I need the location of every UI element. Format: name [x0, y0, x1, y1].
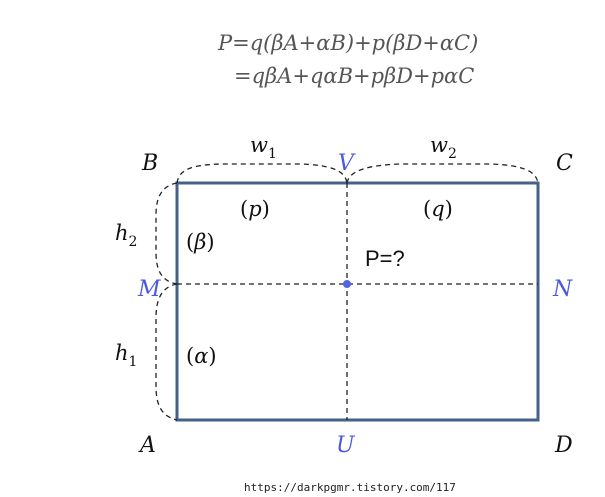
brace-h1 — [155, 283, 178, 421]
label-mid-v: V — [338, 151, 356, 176]
region-label-q: (q) — [423, 197, 453, 221]
formula-line-1: P=q(βA+αB)+p(βD+αC) — [217, 31, 478, 55]
label-h1-base: h — [115, 341, 129, 365]
region-label-beta-symbol: β — [193, 230, 206, 254]
label-w1: w1 — [250, 133, 277, 162]
region-label-p: (p) — [240, 197, 270, 221]
brace-w2 — [346, 163, 539, 184]
brace-w1 — [176, 163, 348, 184]
region-label-alpha: (α) — [186, 344, 217, 368]
label-mid-u: U — [336, 433, 356, 458]
label-query-p: P=? — [365, 246, 405, 271]
label-mid-m: M — [137, 277, 161, 302]
grid-rectangle — [175, 181, 540, 422]
region-label-p-symbol: p — [248, 197, 261, 221]
label-w2-sub: 2 — [448, 146, 457, 162]
region-label-beta: (β) — [186, 230, 215, 254]
label-mid-n: N — [552, 277, 573, 302]
label-corner-b: B — [141, 151, 158, 176]
label-h2-sub: 2 — [129, 234, 138, 250]
label-corner-c: C — [556, 151, 573, 176]
region-label-alpha-symbol: α — [194, 344, 208, 368]
label-h1-sub: 1 — [129, 354, 138, 370]
label-w2: w2 — [430, 133, 457, 162]
formula-line-2: =qβA+qαB+pβD+pαC — [234, 64, 474, 88]
label-h2: h2 — [115, 221, 137, 250]
brace-h2 — [155, 182, 178, 285]
point-p-dot — [343, 280, 351, 288]
label-h2-base: h — [115, 221, 129, 245]
region-label-q-symbol: q — [431, 197, 444, 221]
label-corner-a: A — [138, 433, 156, 458]
label-corner-d: D — [554, 433, 573, 458]
label-w2-base: w — [430, 133, 448, 157]
label-w1-base: w — [250, 133, 268, 157]
label-w1-sub: 1 — [268, 146, 277, 162]
watermark-url: https://darkpgmr.tistory.com/117 — [244, 481, 456, 494]
label-h1: h1 — [115, 341, 137, 370]
